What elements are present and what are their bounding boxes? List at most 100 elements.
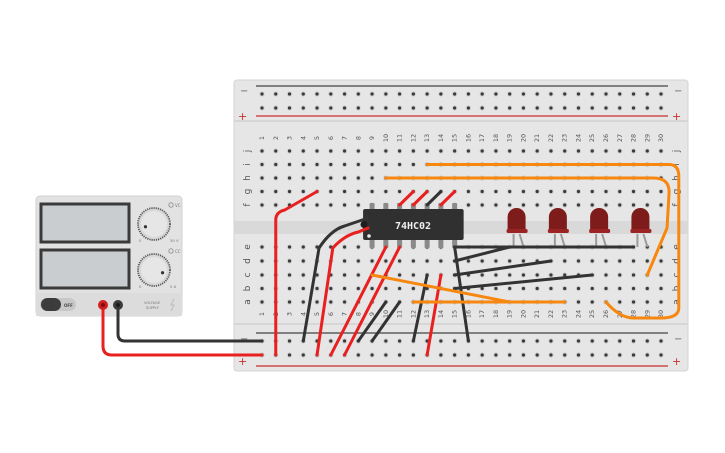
hole-center: [590, 149, 594, 153]
hole-center: [329, 149, 333, 153]
wire-black-9-a11[interactable]: [370, 300, 402, 343]
hole-center: [301, 273, 305, 277]
hole-center: [508, 353, 512, 357]
hole-center: [645, 300, 649, 304]
wire-red-f12-g13[interactable]: [411, 190, 429, 207]
hole-center: [301, 149, 305, 153]
hole-center: [604, 259, 608, 263]
wire-supply-negative[interactable]: [116, 303, 264, 343]
hole-center: [576, 339, 581, 343]
column-number: 8: [354, 312, 362, 316]
hole-center: [604, 273, 608, 277]
column-number: 10: [382, 134, 390, 142]
hole-center: [618, 259, 622, 263]
hole-center: [260, 92, 264, 96]
top-left-minus: −: [240, 86, 248, 97]
hole-center: [590, 300, 594, 304]
wire-gnd-to-chip[interactable]: [301, 216, 370, 343]
bottom-left-plus: +: [238, 355, 247, 368]
hole-center: [329, 189, 333, 194]
led-body: [590, 208, 609, 232]
hole-center: [480, 286, 484, 291]
wire-black-f13-g14[interactable]: [425, 190, 443, 207]
row-label-j: j: [672, 150, 682, 154]
hole-center: [535, 286, 539, 291]
column-number: 6: [327, 136, 335, 140]
hole-center: [439, 353, 443, 357]
hole-center: [411, 106, 415, 110]
hole-center: [521, 203, 526, 207]
hole-center: [411, 259, 415, 263]
led-3[interactable]: [589, 208, 611, 248]
hole-center: [631, 259, 636, 263]
column-number: 21: [533, 134, 541, 142]
led-2[interactable]: [547, 208, 569, 248]
led-1[interactable]: [506, 207, 528, 248]
hole-center: [425, 259, 429, 263]
hole-center: [398, 339, 402, 343]
column-number: 3: [286, 312, 294, 316]
power-switch[interactable]: OFF: [40, 298, 76, 311]
hole-center: [315, 176, 319, 180]
hole-center: [563, 353, 567, 357]
wire-black-c15-d22[interactable]: [453, 259, 553, 277]
hole-center: [563, 286, 567, 291]
wire-red-to-chip[interactable]: [315, 226, 370, 357]
wire-orange-i13-a26[interactable]: [425, 163, 681, 320]
chip-pin: [424, 238, 430, 248]
current-knob[interactable]: [137, 253, 171, 287]
column-number: 24: [574, 310, 582, 318]
column-number: 26: [602, 310, 610, 318]
column-number: 9: [368, 312, 376, 316]
hole-center: [494, 353, 498, 357]
column-number: 7: [341, 136, 349, 140]
wire-orange-h10-c29[interactable]: [384, 176, 671, 277]
row-label-b: b: [672, 285, 682, 291]
hole-center: [370, 259, 374, 263]
hole-center: [618, 149, 622, 153]
wire-vcc-to-g[interactable]: [274, 190, 319, 357]
row-label-e: e: [243, 244, 253, 250]
hole-center: [342, 106, 347, 110]
ic-74hc02[interactable]: 74HC02: [360, 203, 464, 248]
hole-center: [356, 162, 360, 167]
column-number: 23: [561, 134, 569, 142]
wire-red-6-e10[interactable]: [329, 245, 388, 357]
led-body: [631, 208, 650, 232]
wire-red-f14-g15[interactable]: [439, 190, 457, 207]
power-supply[interactable]: VC 0 30 V CC 0 5 A OFF VOLTAGE SUPPLY: [35, 195, 183, 317]
hole-center: [439, 339, 443, 343]
hole-center: [521, 106, 526, 110]
row-label-c: c: [672, 272, 682, 277]
led-leg: [642, 233, 649, 248]
wire-black-d15-e19[interactable]: [453, 245, 512, 263]
column-number: 12: [409, 310, 417, 318]
hole-center: [494, 92, 498, 96]
wire-black-b15-c25[interactable]: [453, 273, 594, 290]
hole-center: [508, 259, 512, 263]
led-4[interactable]: [630, 208, 652, 248]
wire-red-f11-g12[interactable]: [398, 190, 415, 207]
wire-supply-positive[interactable]: [101, 303, 264, 357]
hole-center: [301, 300, 305, 304]
led-rim: [589, 229, 611, 233]
wire-black-8-a10[interactable]: [356, 300, 388, 343]
hole-center: [342, 286, 347, 291]
hole-center: [659, 92, 663, 96]
column-number: 14: [437, 134, 445, 142]
row-label-c: c: [243, 272, 253, 277]
hole-center: [480, 273, 484, 277]
hole-center: [549, 92, 553, 96]
hole-center: [466, 92, 470, 96]
hole-center: [645, 149, 649, 153]
hole-center: [466, 259, 470, 263]
hole-center: [370, 92, 374, 96]
voltage-max-label: 30 V: [170, 238, 179, 243]
chip-pin: [397, 238, 403, 248]
wire-red-7-e11[interactable]: [343, 245, 402, 357]
column-number: 29: [643, 310, 651, 318]
hole-center: [521, 273, 526, 277]
voltage-knob[interactable]: [137, 207, 171, 241]
column-number: 21: [533, 310, 541, 318]
